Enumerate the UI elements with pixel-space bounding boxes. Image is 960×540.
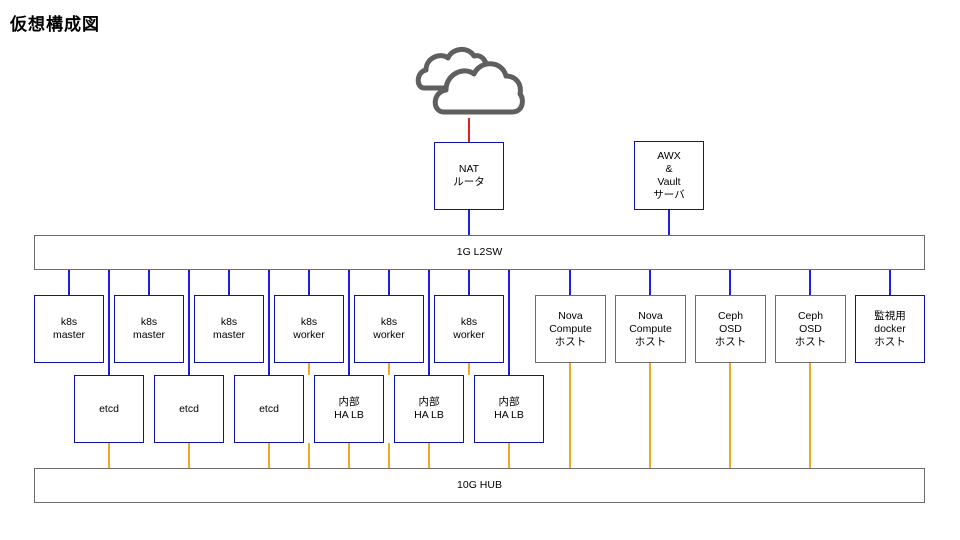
etcd-node: etcd (74, 375, 144, 443)
k8s-master-node: k8s master (34, 295, 104, 363)
nova-compute-host: Nova Compute ホスト (615, 295, 686, 363)
links-10g (108, 363, 811, 468)
ceph-osd-host: Ceph OSD ホスト (775, 295, 846, 363)
internal-ha-lb: 内部 HA LB (394, 375, 464, 443)
ceph-osd-host: Ceph OSD ホスト (695, 295, 766, 363)
switch-1g: 1G L2SW (34, 235, 925, 270)
internal-ha-lb: 内部 HA LB (474, 375, 544, 443)
hub-10g: 10G HUB (34, 468, 925, 503)
k8s-master-node: k8s master (114, 295, 184, 363)
k8s-worker-node: k8s worker (274, 295, 344, 363)
nova-compute-host: Nova Compute ホスト (535, 295, 606, 363)
k8s-worker-node: k8s worker (354, 295, 424, 363)
etcd-node: etcd (234, 375, 304, 443)
cloud-icon (415, 47, 525, 115)
nat-router: NAT ルータ (434, 142, 504, 210)
k8s-worker-node: k8s worker (434, 295, 504, 363)
etcd-node: etcd (154, 375, 224, 443)
k8s-master-node: k8s master (194, 295, 264, 363)
diagram-title: 仮想構成図 (10, 15, 100, 35)
internal-ha-lb: 内部 HA LB (314, 375, 384, 443)
awx-vault-server: AWX & Vault サーバ (634, 141, 704, 210)
monitoring-docker-host: 監視用 docker ホスト (855, 295, 925, 363)
links-1g (68, 210, 891, 375)
